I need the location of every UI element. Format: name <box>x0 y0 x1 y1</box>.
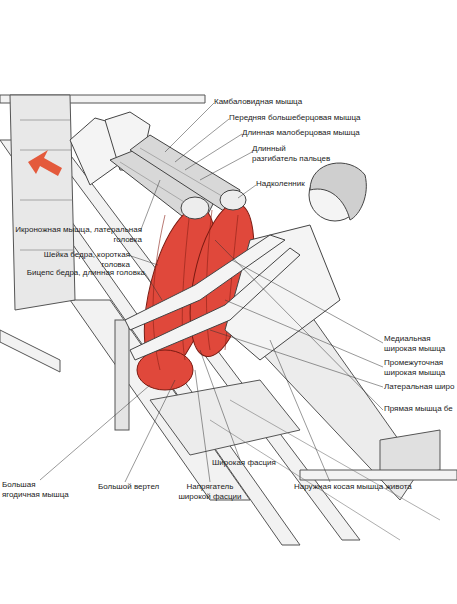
muscle-label: Большой вертел <box>98 482 178 492</box>
muscle-label: Прямая мышца бе <box>384 404 457 414</box>
muscle-label: Икроножная мышца, латеральная головка <box>14 225 142 245</box>
muscle-label: Медиальная широкая мышца <box>384 334 454 354</box>
muscle-label: Напрягатель широкой фасции <box>170 482 250 502</box>
muscle-label: Наружная косая мышца живота <box>294 482 434 492</box>
muscle-label: Широкая фасция <box>212 458 292 468</box>
muscle-label: Шейка бедра, короткая головка <box>20 250 130 270</box>
muscle-label: Промежуточная широкая мышца <box>384 358 457 378</box>
muscle-label: Длинный разгибатель пальцев <box>252 144 332 164</box>
muscle-label: Латеральная широ <box>384 382 457 392</box>
muscle-label: Бицепс бедра, длинная головка <box>20 268 145 278</box>
muscle-label: Большая ягодичная мышца <box>2 480 72 500</box>
muscle-label: Передняя большеберцовая мышца <box>229 113 389 123</box>
muscle-label: Надколенник <box>256 179 336 189</box>
muscle-label: Камбаловидная мышца <box>214 97 364 107</box>
leader-lines <box>40 103 383 482</box>
muscle-label: Длинная малоберцовая мышца <box>242 128 402 138</box>
direction-arrow <box>28 150 62 176</box>
